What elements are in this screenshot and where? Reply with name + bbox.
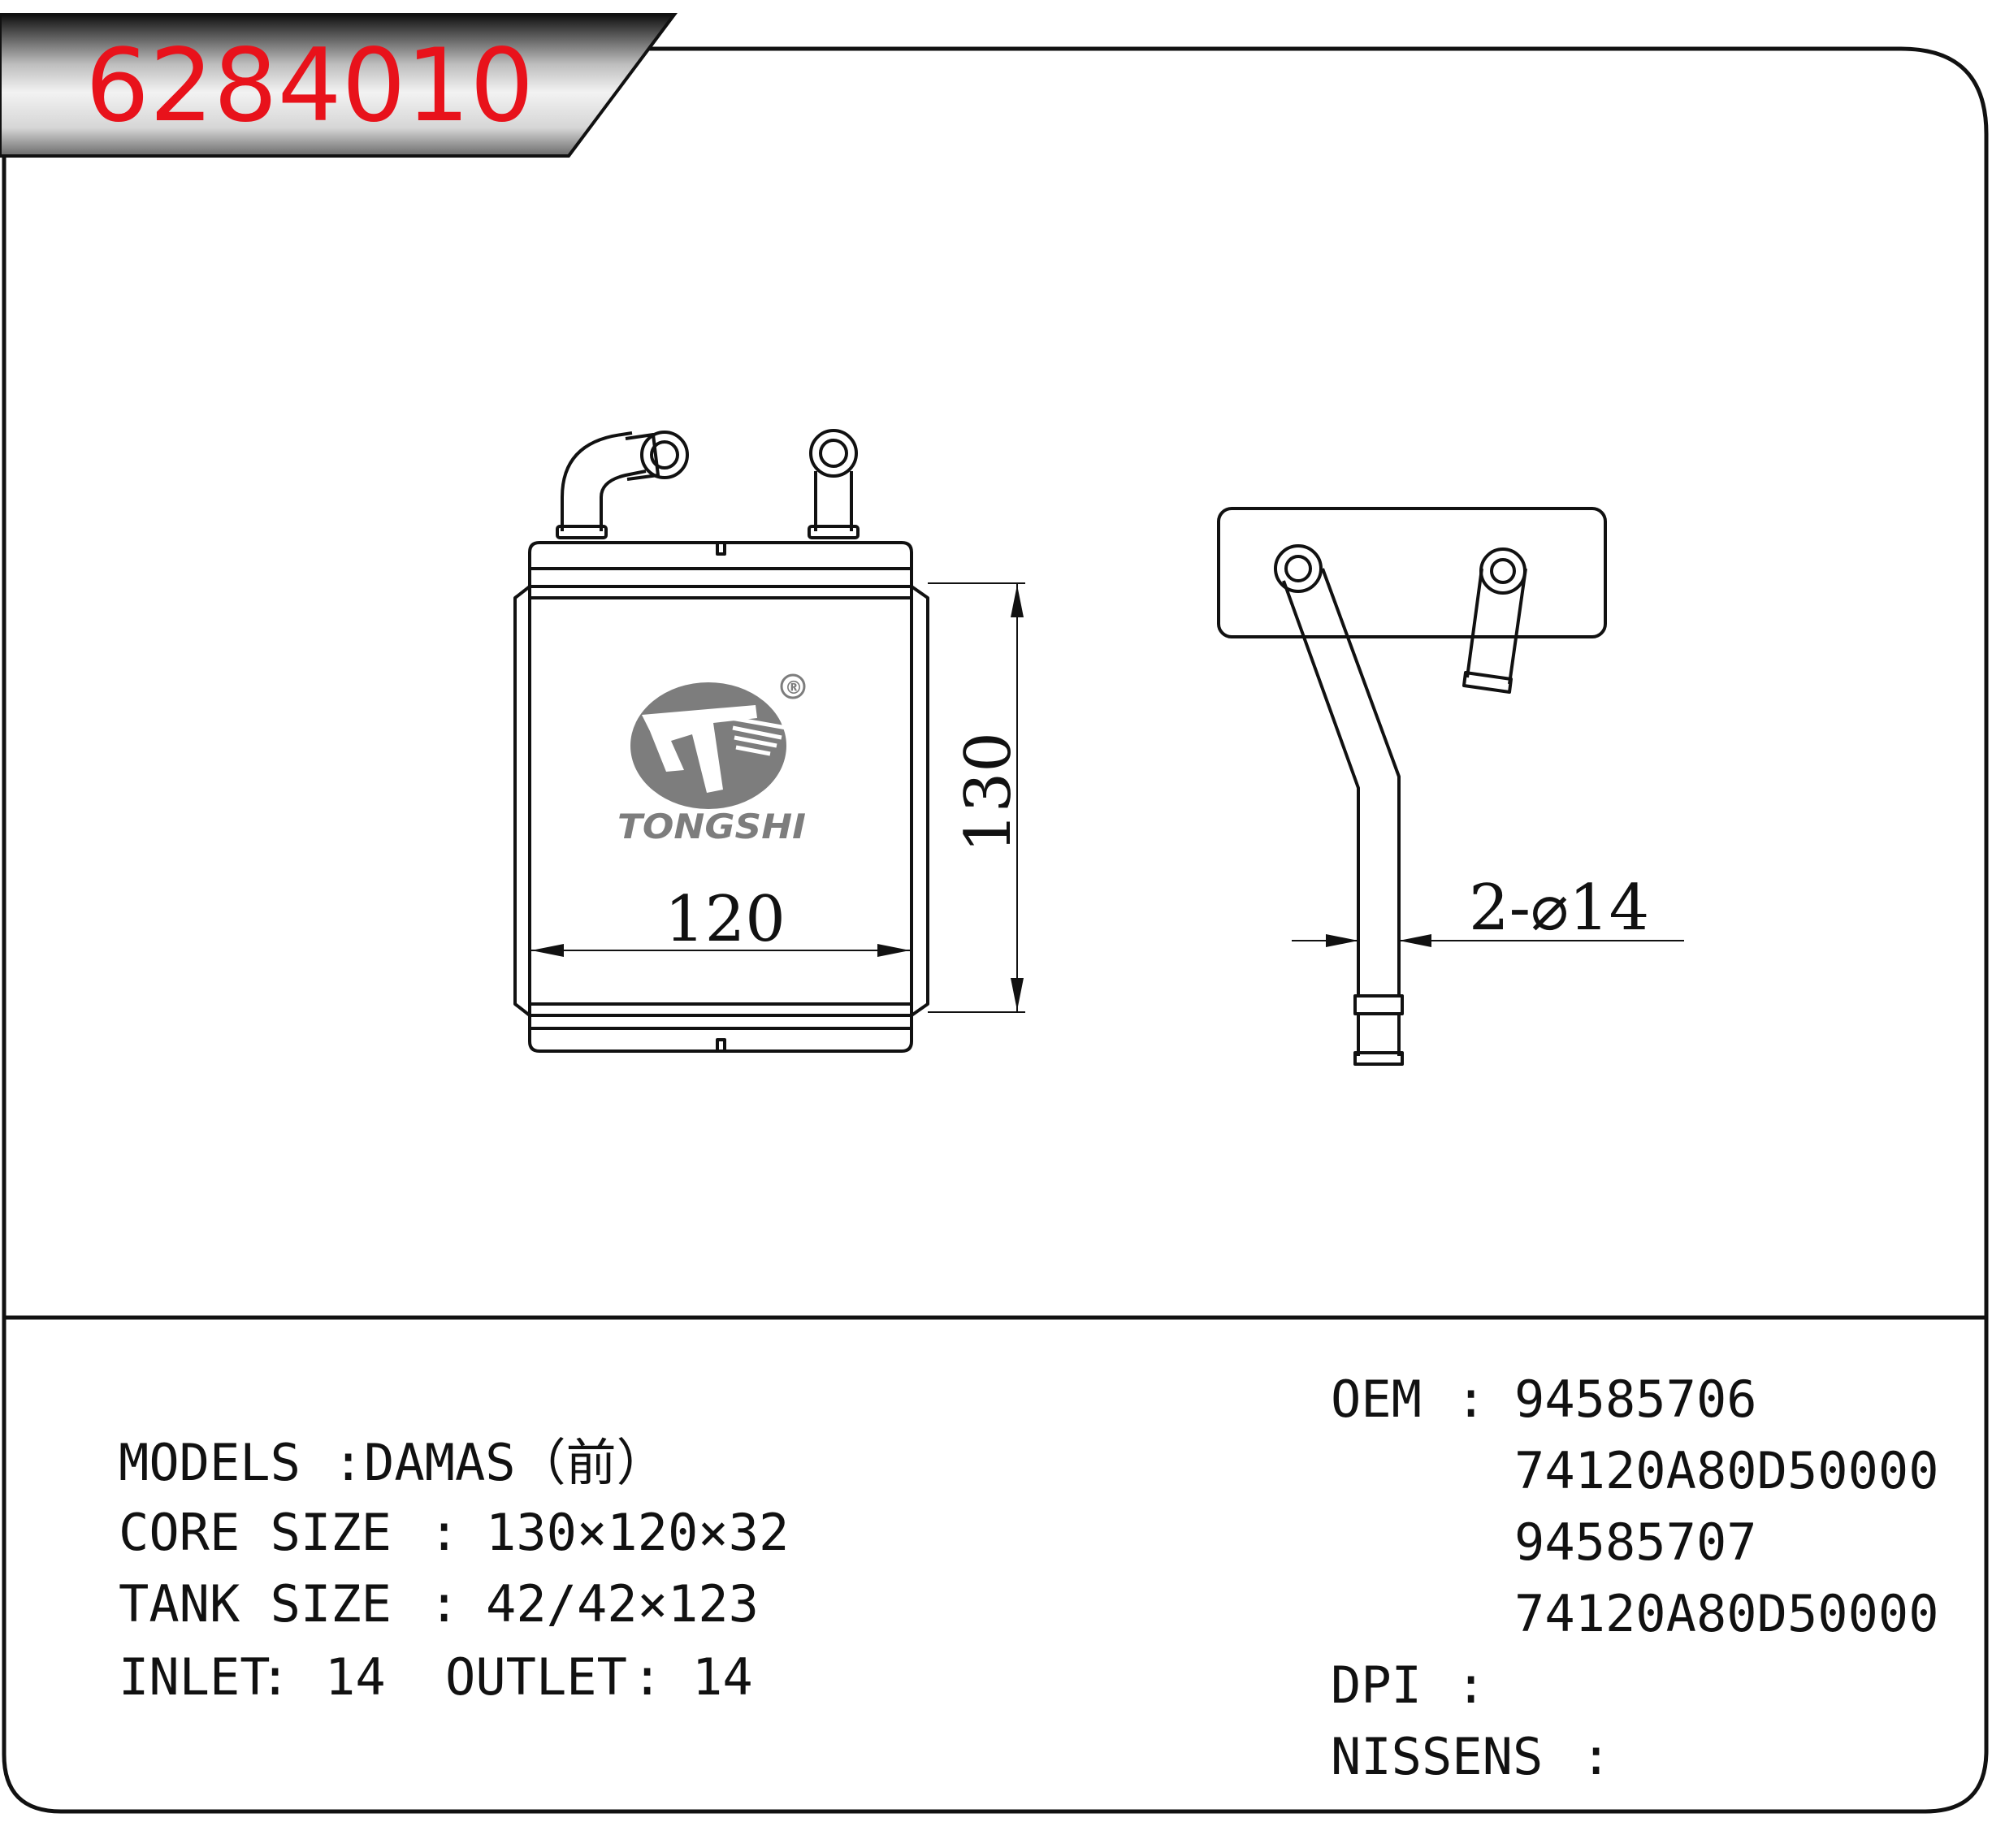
- tank-size-sep: :: [429, 1574, 459, 1634]
- side-inlet-pipe: [1274, 544, 1404, 1066]
- logo-swoosh-icon: [642, 705, 757, 793]
- bottom-tank: [528, 1015, 913, 1053]
- oem-number: 94585707: [1514, 1513, 1757, 1572]
- side-tank: [1217, 507, 1607, 638]
- dpi-sep: :: [1456, 1655, 1486, 1715]
- part-number-banner: 6284010: [0, 13, 678, 158]
- specs-block: MODELS : DAMAS（前） CORE SIZE : 130×120×32…: [119, 1433, 789, 1707]
- core-size-label: CORE SIZE: [119, 1503, 392, 1562]
- oem-sep: :: [1456, 1370, 1486, 1429]
- outlet-value: 14: [692, 1647, 753, 1707]
- heater-core-front-view: [513, 429, 929, 1053]
- part-number: 6284010: [85, 28, 534, 145]
- inlet-label: INLET: [119, 1647, 271, 1707]
- oem-number: 74120A80D50000: [1514, 1584, 1939, 1643]
- inlet-pipe: [556, 431, 689, 539]
- dpi-label: DPI: [1331, 1655, 1422, 1715]
- logo-brand-text: TONGSHI: [617, 807, 806, 846]
- dimension-width: 120: [530, 883, 912, 957]
- dim-width-label: 120: [665, 883, 786, 956]
- references-block: OEM : 94585706 74120A80D50000 94585707 7…: [1331, 1370, 1939, 1786]
- models-label: MODELS: [119, 1433, 301, 1492]
- core-size-value: 130×120×32: [486, 1503, 789, 1562]
- dimension-height: 130: [928, 582, 1025, 1013]
- top-tank: [528, 541, 913, 586]
- sheet-frame: [2, 46, 1989, 1814]
- core-size-sep: :: [429, 1503, 459, 1562]
- side-outlet-pipe: [1462, 547, 1527, 694]
- inlet-value: 14: [325, 1647, 386, 1707]
- tongshi-logo: ® TONGSHI: [617, 673, 806, 846]
- dim-pipe-label: 2-⌀14: [1469, 872, 1649, 945]
- tank-size-label: TANK SIZE: [119, 1574, 392, 1634]
- tank-size-value: 42/42×123: [486, 1574, 759, 1634]
- models-value: DAMAS（前）: [364, 1433, 667, 1492]
- outlet-label: OUTLET: [445, 1647, 627, 1707]
- heater-core-side-view: [1217, 507, 1607, 1066]
- nissens-label: NISSENS: [1331, 1727, 1543, 1786]
- oem-label: OEM: [1331, 1370, 1422, 1429]
- outlet-pipe: [808, 429, 860, 539]
- logo-registered-mark: ®: [785, 678, 803, 699]
- inlet-sep: :: [260, 1647, 290, 1707]
- outlet-sep: :: [632, 1647, 662, 1707]
- dim-height-label: 130: [952, 732, 1025, 853]
- oem-number: 74120A80D50000: [1514, 1441, 1939, 1500]
- models-sep: :: [333, 1433, 363, 1492]
- nissens-sep: :: [1581, 1727, 1611, 1786]
- oem-number: 94585706: [1514, 1370, 1757, 1429]
- dimension-pipe-diameter: 2-⌀14: [1292, 872, 1684, 947]
